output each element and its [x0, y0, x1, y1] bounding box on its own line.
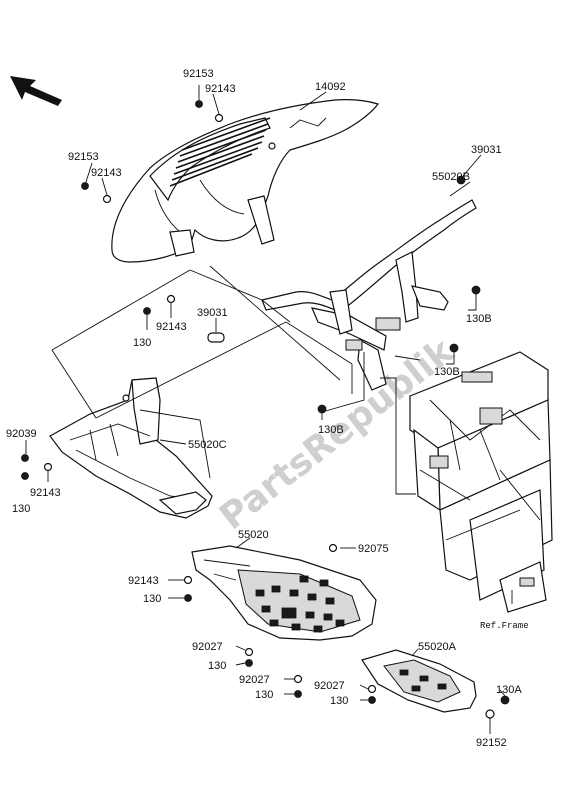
label-130B-a: 130B [466, 313, 492, 325]
label-92039: 92039 [6, 428, 37, 440]
skid-plate-part [191, 545, 377, 641]
label-130-b: 130 [255, 689, 273, 701]
label-55020B: 55020B [432, 171, 470, 183]
label-92143-left: 92143 [91, 167, 122, 179]
front-direction-arrow-icon [10, 76, 62, 106]
part-labels: 92153 92143 14092 92153 92143 39031 5502… [6, 68, 529, 749]
hardware-bolts [21, 100, 510, 719]
fender-grille [169, 117, 271, 187]
label-130-c: 130 [330, 695, 348, 707]
front-guard-part [49, 377, 213, 519]
leader-lines [25, 85, 506, 734]
label-92143-guard: 92143 [30, 487, 61, 499]
guard-pipe-part [261, 199, 477, 391]
label-39031-right: 39031 [471, 144, 502, 156]
label-92075: 92075 [358, 543, 389, 555]
label-92143-plate: 92143 [128, 575, 159, 587]
label-92027-a: 92027 [192, 641, 223, 653]
label-39031-mid: 39031 [197, 307, 228, 319]
front-fender-part [111, 99, 379, 263]
rear-skid-plate-part [361, 649, 477, 713]
label-92153-left: 92153 [68, 151, 99, 163]
label-130-guard: 130 [12, 503, 30, 515]
label-92143-top: 92143 [205, 83, 236, 95]
label-130B-c: 130B [318, 424, 344, 436]
label-130-plate: 130 [143, 593, 161, 605]
label-55020: 55020 [238, 529, 269, 541]
label-14092: 14092 [315, 81, 346, 93]
label-92152: 92152 [476, 737, 507, 749]
label-55020C: 55020C [188, 439, 227, 451]
label-130-a: 130 [208, 660, 226, 672]
label-55020A: 55020A [418, 641, 457, 653]
reference-frame-part [409, 351, 553, 613]
label-ref-frame: Ref.Frame [480, 621, 529, 631]
label-130B-b: 130B [434, 366, 460, 378]
label-130-mid: 130 [133, 337, 151, 349]
label-92027-b: 92027 [239, 674, 270, 686]
label-92027-c: 92027 [314, 680, 345, 692]
label-92143-mid: 92143 [156, 321, 187, 333]
label-130A: 130A [496, 684, 522, 696]
label-92153-top: 92153 [183, 68, 214, 80]
skid-plate-holes [255, 575, 345, 633]
